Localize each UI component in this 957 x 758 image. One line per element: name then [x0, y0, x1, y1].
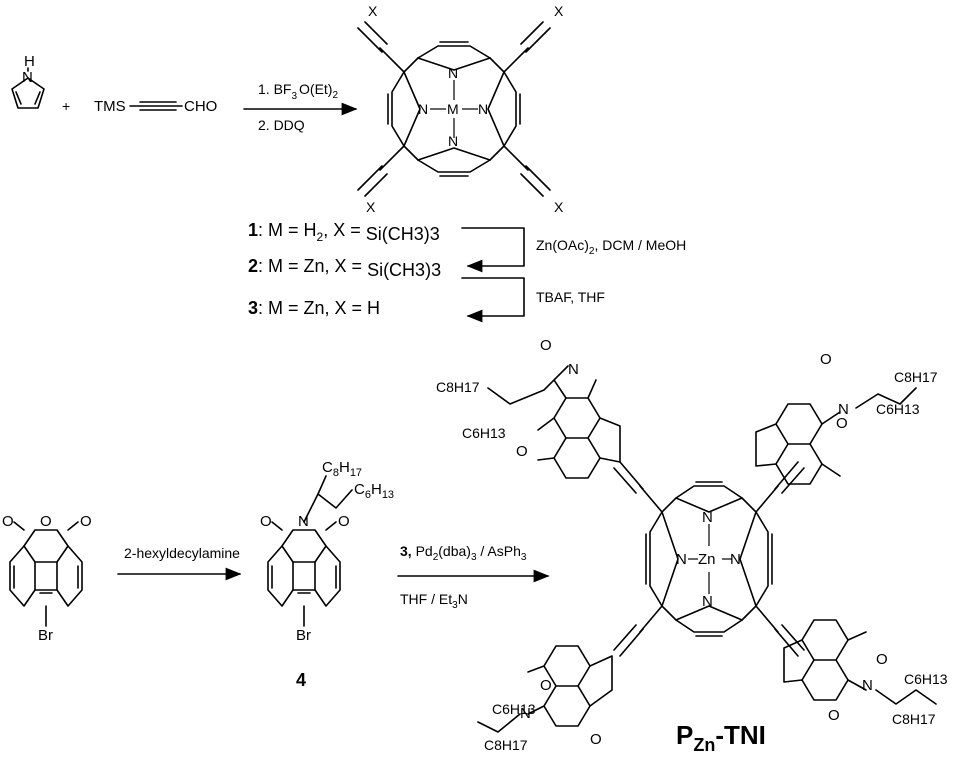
bromo-anhydride-structure: O O O Br [2, 513, 92, 644]
reaction3-label: TBAF, THF [536, 289, 605, 305]
top-porphyrin-n1: N [448, 65, 458, 81]
tms-label: TMS [94, 98, 126, 115]
product-structure: N N N N Zn N O O C8H17 C6H13 N O O C8H17… [436, 337, 948, 755]
compound-3-line: 3: M = Zn, X = H [248, 298, 380, 318]
top-porphyrin-n3: N [418, 101, 428, 117]
compound4-n: N [298, 513, 309, 530]
top-x-3: X [366, 199, 376, 215]
porphyrin-top: N N N N M X X X X [357, 3, 564, 215]
top-x-2: X [554, 3, 564, 19]
compound-1-line: 1: M = H2, X = Si(CH3)3 [248, 220, 440, 244]
product-bl-c8h17: C8H17 [484, 737, 528, 753]
top-x-4: X [554, 199, 564, 215]
product-tl-n: N [568, 361, 579, 378]
compound4-br: Br [296, 627, 311, 644]
product-tr-o1: O [820, 351, 832, 368]
anhydride-o-left: O [2, 513, 14, 530]
product-bl-c6h13: C6H13 [492, 701, 536, 717]
compound4-o-right: O [338, 513, 350, 530]
top-x-1: X [368, 3, 378, 19]
anhydride-o-right: O [80, 513, 92, 530]
compound4-o-left: O [260, 513, 272, 530]
anhydride-br: Br [38, 627, 53, 644]
anhydride-o-ring: O [40, 513, 52, 530]
top-porphyrin-metal: M [447, 101, 459, 117]
product-br-n: N [862, 677, 873, 694]
plus-sign: + [62, 98, 70, 114]
pyrrole-h: H [24, 53, 35, 70]
product-bl-n: N [520, 705, 531, 722]
compound-2-line: 2: M = Zn, X = Si(CH3)3 [248, 256, 441, 280]
product-tr-o2: O [836, 415, 848, 432]
pyrrole-structure: N H [11, 53, 45, 109]
reaction4-label: 2-hexyldecylamine [124, 545, 240, 561]
reaction5-reagent: 3, Pd2(dba)3 / AsPh3 [400, 543, 527, 563]
product-tl-c6h13: C6H13 [462, 425, 506, 441]
compound4-c6h13: C6H13 [354, 481, 394, 501]
product-br-o1: O [876, 651, 888, 668]
product-metal: Zn [698, 551, 716, 568]
top-porphyrin-n2: N [448, 133, 458, 149]
product-tr-c6h13: C6H13 [876, 401, 920, 417]
step2-label: 2. DDQ [258, 117, 305, 133]
product-bl-o2: O [590, 731, 602, 748]
product-n1: N [702, 509, 713, 526]
compound4-c8h17: C8H17 [322, 459, 362, 479]
reaction-arrow-3 [461, 277, 525, 323]
cho-label: CHO [184, 98, 217, 115]
product-bl-o1: O [540, 677, 552, 694]
product-br-c6h13: C6H13 [904, 671, 948, 687]
product-tl-c8h17: C8H17 [436, 379, 480, 395]
product-br-c8h17: C8H17 [892, 711, 936, 727]
compound-4-structure: N O O Br C8H17 C6H13 4 [260, 459, 394, 690]
product-tr-n: N [838, 401, 849, 418]
reaction5-solvent: THF / Et3N [400, 591, 468, 611]
product-tr-c8h17: C8H17 [894, 369, 938, 385]
product-br-o2: O [828, 707, 840, 724]
product-n3: N [676, 551, 687, 568]
product-tl-o1: O [540, 337, 552, 354]
alkyne-bond [129, 101, 183, 111]
product-tl-o2: O [516, 443, 528, 460]
product-n4: N [730, 551, 741, 568]
compound4-label: 4 [296, 670, 306, 690]
reaction2-label: Zn(OAc)2, DCM / MeOH [536, 237, 686, 257]
top-porphyrin-n4: N [478, 101, 488, 117]
reaction-arrow-2 [461, 227, 525, 273]
product-n2: N [702, 593, 713, 610]
product-label: PZn-TNI [676, 720, 766, 755]
pyrrole-n: N [22, 69, 33, 86]
